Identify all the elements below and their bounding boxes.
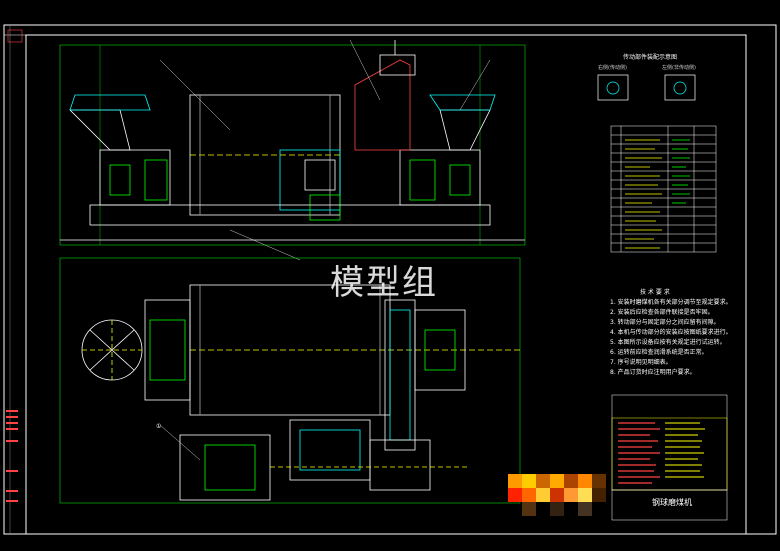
bom-table	[611, 394, 728, 521]
detail-sketches	[597, 74, 696, 101]
drawing-title: 钢球磨煤机	[652, 498, 692, 507]
watermark: 模型组	[330, 263, 438, 303]
note-line: 4. 本机与传动部分的安装应按图纸要求进行。	[610, 329, 732, 336]
sub-caption-right: 右侧(传动侧)	[598, 65, 627, 71]
notes-heading: 技 术 要 求	[640, 289, 670, 296]
top-caption: 传动部件装配示意图	[623, 54, 678, 61]
sub-caption-left: 左侧(非传动侧)	[662, 65, 696, 71]
plan-view: ①	[59, 257, 521, 504]
note-line: 1. 安装时磨煤机各有关部分调节至规定要求。	[610, 299, 732, 306]
svg-text:①: ①	[156, 423, 161, 430]
inner-border	[25, 34, 747, 535]
note-line: 7. 序号说明见明细表。	[610, 359, 672, 366]
left-strip-marks	[6, 410, 18, 502]
redacted-logo	[508, 474, 606, 516]
note-line: 6. 运转前应检查润滑系统是否正常。	[610, 349, 708, 356]
note-line: 5. 本图所示设备应按有关规定进行试运转。	[610, 339, 726, 346]
note-line: 8. 产品订货时应注明用户要求。	[610, 369, 696, 376]
note-line: 3. 转动部分与固定部分之间应留有间隙。	[610, 319, 720, 326]
note-line: 2. 安装后应检查各部件联接是否牢固。	[610, 309, 714, 316]
elevation-view	[59, 39, 526, 261]
parts-table	[610, 125, 717, 253]
